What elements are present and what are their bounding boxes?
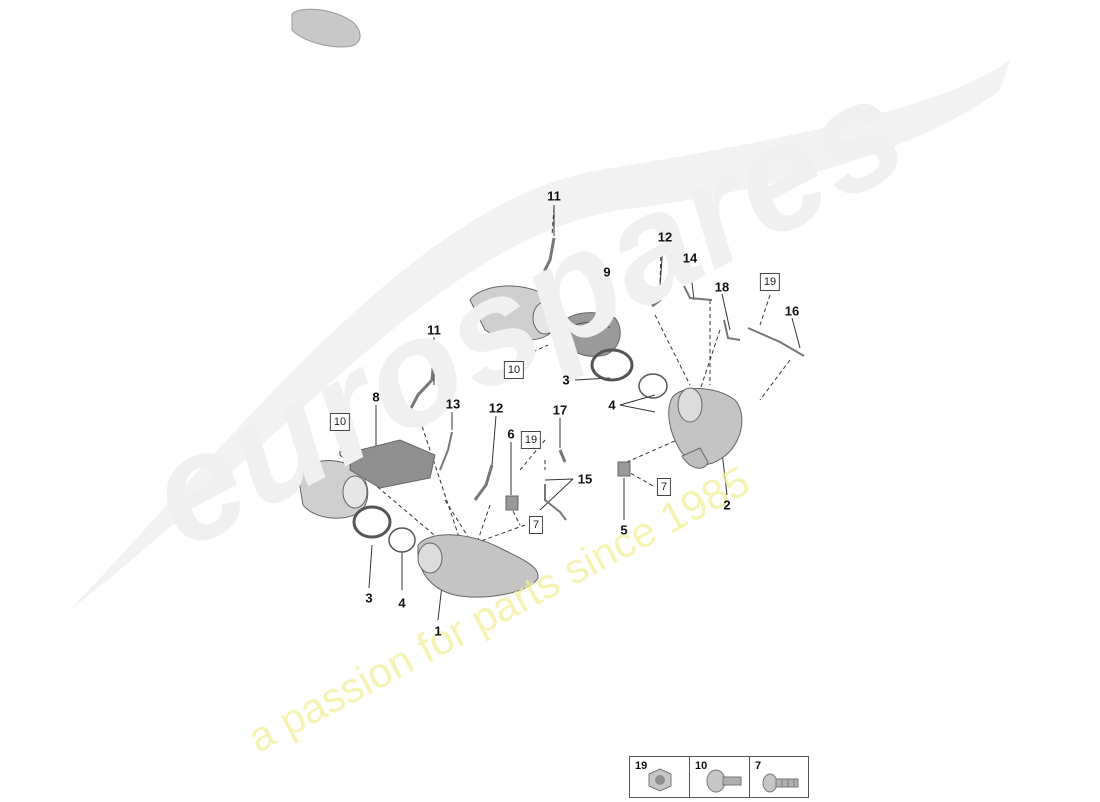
watermark-swoosh — [70, 60, 1010, 610]
pressure-line-14-icon — [683, 285, 713, 301]
fastener-legend: 19 10 7 — [629, 756, 809, 798]
ref-box-19-upper: 19 — [759, 273, 781, 291]
oxygen-sensor-upper-12-icon — [651, 289, 663, 308]
turbocharger-upper-icon — [469, 285, 558, 345]
callout-17: 17 — [552, 402, 568, 418]
sensor-5-icon — [617, 461, 631, 477]
legend-item-10: 10 — [690, 757, 750, 797]
ref-box-10-upper: 10 — [503, 361, 525, 379]
turbocharger-lower-icon — [297, 460, 369, 519]
flange-bolt-icon — [706, 769, 742, 793]
callout-leaders — [368, 205, 801, 621]
gasket-upper-icon — [638, 373, 668, 399]
hex-nut-icon — [648, 768, 672, 792]
catalytic-converter-left-icon — [417, 534, 539, 598]
legend-item-7: 7 — [750, 757, 809, 797]
gasket-lower-icon — [388, 527, 416, 553]
legend-label: 7 — [755, 760, 762, 772]
pressure-line-15-icon — [544, 484, 567, 521]
v-band-clamp-upper-icon — [590, 348, 634, 382]
callout-13: 13 — [445, 396, 461, 412]
callout-14: 14 — [682, 250, 698, 266]
parts — [297, 237, 805, 598]
callout-4-upper: 4 — [608, 397, 616, 413]
callout-3-upper: 3 — [562, 372, 570, 388]
heat-shield-lower-icon — [349, 439, 436, 489]
legend-label: 19 — [635, 760, 648, 772]
callout-11: 11 — [547, 188, 561, 204]
legend-item-19: 19 — [630, 757, 690, 797]
callout-16: 16 — [784, 303, 800, 319]
ref-box-10-lower: 10 — [329, 413, 351, 431]
pressure-line-13-icon — [439, 431, 453, 471]
callout-2: 2 — [723, 497, 731, 513]
callout-12: 12 — [657, 229, 673, 245]
callout-1: 1 — [434, 623, 442, 639]
ref-box-7-right: 7 — [656, 478, 672, 496]
callout-11-lower: 11 — [427, 322, 441, 338]
sensor-18-icon — [723, 319, 741, 341]
callout-3-lower: 3 — [365, 590, 373, 606]
oxygen-sensor-upper-11-icon — [543, 237, 556, 290]
oxygen-sensor-lower-11-icon — [408, 344, 437, 411]
callout-8: 8 — [372, 389, 380, 405]
heat-shield-upper-icon — [559, 312, 621, 357]
ref-box-7-lower: 7 — [528, 516, 544, 534]
pressure-line-16-icon — [747, 327, 805, 357]
callout-15: 15 — [577, 471, 593, 487]
legend-label: 10 — [695, 760, 708, 772]
v-band-clamp-lower-icon — [352, 505, 392, 539]
oxygen-sensor-lower-12-icon — [473, 464, 494, 501]
stud-bolt-icon — [762, 773, 799, 793]
catalytic-converter-right-icon — [668, 387, 743, 469]
sensor-17-icon — [558, 449, 567, 463]
callout-4-lower: 4 — [398, 595, 406, 611]
ref-box-19-lower: 19 — [520, 431, 542, 449]
callout-9: 9 — [603, 264, 611, 280]
sensor-6-icon — [505, 495, 519, 511]
callout-12-lower: 12 — [488, 400, 504, 416]
callout-18: 18 — [714, 279, 730, 295]
car-silhouette-icon — [291, 8, 361, 48]
callout-6: 6 — [507, 426, 515, 442]
callout-5: 5 — [620, 522, 628, 538]
